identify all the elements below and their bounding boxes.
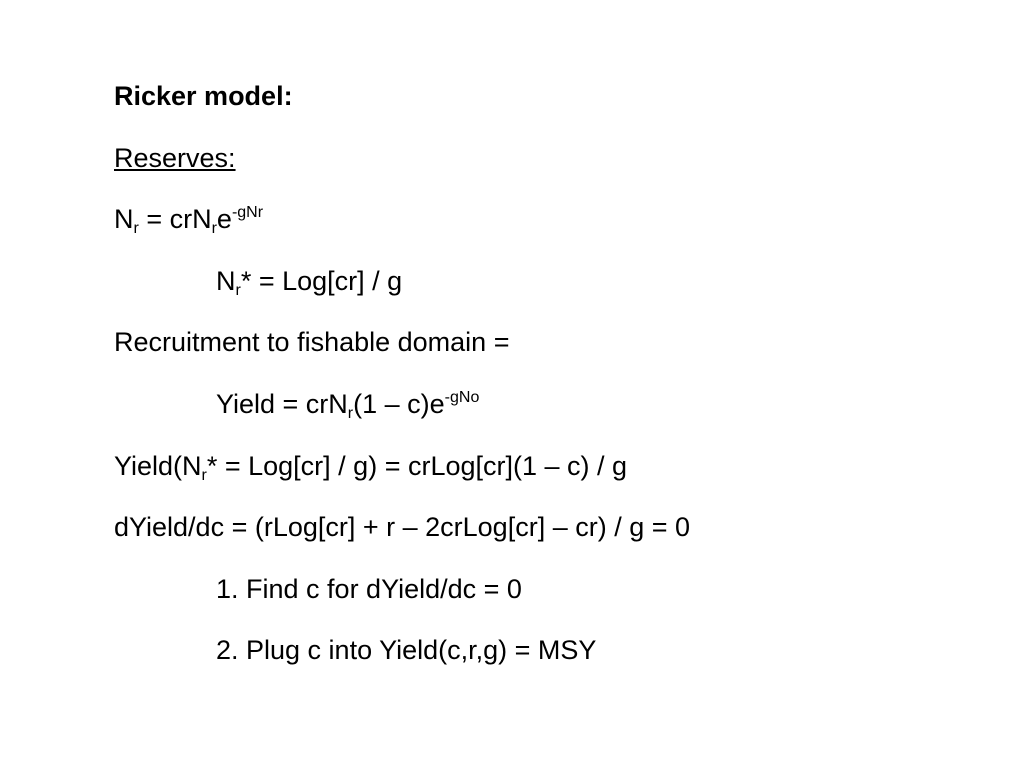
eq2-subscript-a: r [235,282,241,299]
yield-at-equilibrium-equation: Yield(Nr* = Log[cr] / g) = crLog[cr](1 –… [114,450,628,484]
eq2-part-b: * = Log[cr] / g [240,266,403,296]
eq4-part-a: Yield(N [114,451,202,481]
eq1-subscript-a: r [133,220,139,237]
eq3-subscript-a: r [347,405,354,422]
eq1-superscript-c: -gNr [231,204,264,221]
eq4-part-b: * = Log[cr] / g) = crLog[cr](1 – c) / g [206,451,628,481]
eq4-subscript-a: r [201,467,207,484]
eq2-part-a: N [216,266,236,296]
eq1-subscript-b: r [211,220,217,237]
equilibrium-reserves-equation: Nr* = Log[cr] / g [216,265,403,299]
eq1-part-c: e [216,204,232,234]
step-1: 1. Find c for dYield/dc = 0 [216,574,522,604]
eq3-superscript-b: -gNo [444,389,480,406]
recruitment-label: Recruitment to fishable domain = [114,327,510,357]
eq1-part-b: = crN [138,204,212,234]
section-heading-reserves: Reserves: [114,143,236,173]
yield-equation: Yield = crNr(1 – c)e-gNo [216,388,480,422]
step-2: 2. Plug c into Yield(c,r,g) = MSY [216,635,597,665]
reserves-equation: Nr = crNre-gNr [114,203,264,237]
eq3-part-a: Yield = crN [216,389,348,419]
eq1-part-a: N [114,204,134,234]
eq3-part-b: (1 – c)e [353,389,445,419]
slide-title: Ricker model: [114,81,293,111]
derivative-equation: dYield/dc = (rLog[cr] + r – 2crLog[cr] –… [114,512,691,542]
